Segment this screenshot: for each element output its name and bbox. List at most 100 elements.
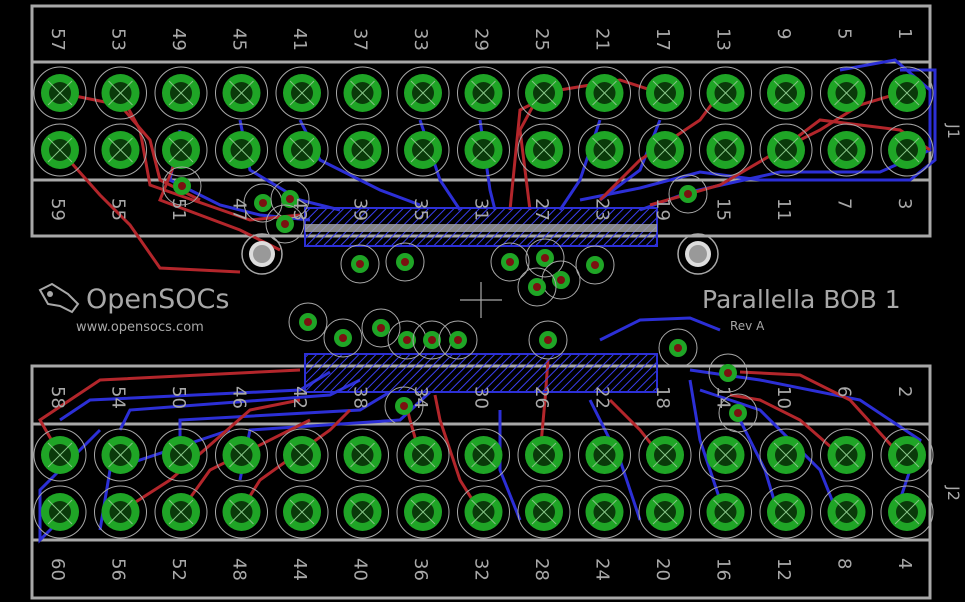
pad xyxy=(517,485,571,539)
top-copper-trace xyxy=(729,393,841,457)
top-copper-trace xyxy=(38,368,301,456)
pin-label-bottom: 2 xyxy=(894,386,915,397)
pad xyxy=(396,66,450,120)
pin-label-bottom-footer: 44 xyxy=(289,558,310,581)
pin-label-top-footer: 7 xyxy=(834,198,855,209)
opensocs-logo-icon xyxy=(38,282,80,314)
pin-label-bottom: 34 xyxy=(410,386,431,409)
pin-label-top-footer: 55 xyxy=(108,198,129,221)
pin-label-top-footer: 3 xyxy=(894,198,915,209)
origin-crosshair xyxy=(460,282,502,318)
pin-label-bottom: 22 xyxy=(592,386,613,409)
pin-label-bottom: 26 xyxy=(531,386,552,409)
via xyxy=(490,242,530,282)
pin-label-bottom: 54 xyxy=(108,386,129,409)
top-copper-trace xyxy=(119,398,301,514)
pad xyxy=(94,485,147,539)
pad xyxy=(275,428,329,482)
pad xyxy=(820,428,873,482)
mounting-hole-left xyxy=(241,233,283,275)
board-title: Parallella BOB 1 xyxy=(702,285,901,314)
pad xyxy=(638,485,692,539)
pad xyxy=(215,428,268,482)
pad xyxy=(396,485,450,539)
vias xyxy=(162,166,758,433)
pin-label-bottom-footer: 8 xyxy=(834,558,855,569)
pin-label-top-footer: 23 xyxy=(592,198,613,221)
via xyxy=(323,318,363,358)
pad xyxy=(638,123,692,177)
pin-label-top: 45 xyxy=(229,28,250,51)
via xyxy=(387,320,427,360)
pad xyxy=(336,66,389,120)
pad xyxy=(94,66,147,120)
pad xyxy=(699,428,752,482)
pad xyxy=(215,485,268,539)
pad xyxy=(33,123,87,177)
ref-j1: J1 xyxy=(944,123,963,139)
pin-label-bottom-footer: 36 xyxy=(410,558,431,581)
top-copper-trace xyxy=(58,149,241,274)
pin-label-bottom: 6 xyxy=(834,386,855,397)
pad xyxy=(759,428,813,482)
via xyxy=(385,242,425,282)
pin-label-bottom-footer: 48 xyxy=(229,558,250,581)
via xyxy=(384,386,424,426)
pin-label-bottom: 10 xyxy=(773,386,794,409)
bottom-copper-trace xyxy=(178,390,391,440)
pin-label-top-footer: 19 xyxy=(652,198,673,221)
via xyxy=(162,166,202,206)
pin-label-bottom-footer: 56 xyxy=(108,558,129,581)
pad xyxy=(94,123,147,177)
via xyxy=(718,393,758,433)
pin-label-top: 49 xyxy=(168,28,189,51)
pad xyxy=(215,66,268,120)
pad xyxy=(275,66,329,120)
pad xyxy=(457,485,510,539)
pin-label-top-footer: 15 xyxy=(713,198,734,221)
pin-label-top: 41 xyxy=(289,28,310,51)
pin-label-top-footer: 47 xyxy=(229,198,250,221)
pin-label-bottom: 14 xyxy=(713,386,734,409)
pad xyxy=(33,428,87,482)
pin-label-top: 53 xyxy=(108,28,129,51)
pin-label-bottom: 58 xyxy=(47,386,68,409)
via xyxy=(438,320,478,360)
via xyxy=(361,308,401,348)
connector-footprint-top xyxy=(304,207,658,247)
pad xyxy=(578,428,631,482)
pad xyxy=(336,428,389,482)
top-copper-trace xyxy=(158,149,281,252)
via xyxy=(541,260,581,300)
pad xyxy=(396,123,450,177)
pad xyxy=(759,485,813,539)
top-copper-trace xyxy=(433,394,482,513)
pin-label-bottom-footer: 4 xyxy=(894,558,915,569)
pin-label-top: 25 xyxy=(531,28,552,51)
pin-label-bottom: 50 xyxy=(168,386,189,409)
connector-footprint-bottom xyxy=(304,353,658,393)
pad xyxy=(94,428,147,482)
pad xyxy=(215,123,268,177)
pad xyxy=(396,428,450,482)
via xyxy=(265,204,305,244)
pin-label-bottom-footer: 28 xyxy=(531,558,552,581)
pad xyxy=(457,123,510,177)
mounting-hole-right xyxy=(677,233,719,275)
pin-label-bottom: 30 xyxy=(471,386,492,409)
pad xyxy=(578,123,631,177)
pad xyxy=(699,66,752,120)
pin-label-bottom-footer: 24 xyxy=(592,558,613,581)
pad xyxy=(578,485,631,539)
via xyxy=(517,267,557,307)
pin-label-bottom-footer: 32 xyxy=(471,558,492,581)
pin-label-top-footer: 27 xyxy=(531,198,552,221)
bottom-copper-trace xyxy=(599,316,721,342)
pin-label-top: 57 xyxy=(47,28,68,51)
pad xyxy=(517,428,571,482)
pin-label-bottom-footer: 12 xyxy=(773,558,794,581)
pad xyxy=(880,485,934,539)
pin-label-top-footer: 35 xyxy=(410,198,431,221)
via xyxy=(658,328,698,368)
